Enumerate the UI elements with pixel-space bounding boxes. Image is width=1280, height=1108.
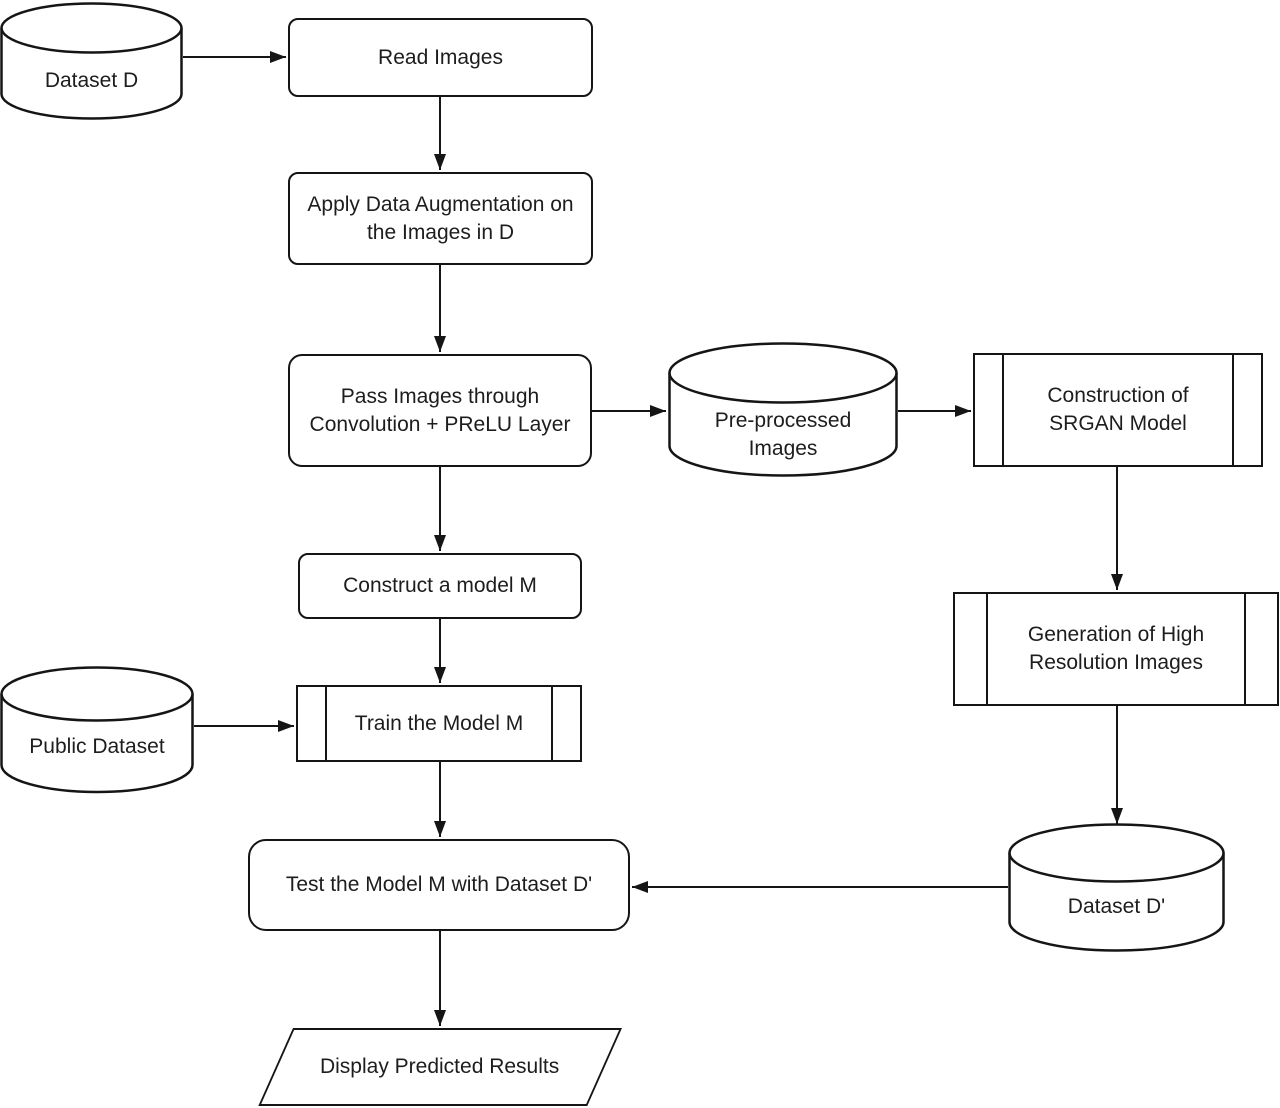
node-dataset-d: Dataset D (0, 2, 183, 120)
node-label: Test the Model M with Dataset D' (285, 873, 593, 896)
node-label: the Images in D (366, 220, 515, 244)
node-read-images: Read Images (288, 18, 593, 97)
node-construction-srgan: Construction of SRGAN Model (973, 353, 1263, 467)
node-public-dataset: Public Dataset (0, 666, 194, 794)
node-apply-augmentation: Apply Data Augmentation on the Images in… (288, 172, 593, 265)
node-construct-model-m: Construct a model M (298, 553, 582, 619)
predefined-process-bar (1232, 355, 1234, 465)
database-cylinder-shape (1008, 823, 1225, 952)
node-label: Construct a model M (343, 574, 537, 597)
node-label: SRGAN Model (1049, 412, 1187, 435)
database-cylinder-shape (0, 2, 183, 120)
node-dataset-d-prime: Dataset D' (1008, 823, 1225, 952)
node-label: Convolution + PReLU Layer (309, 412, 571, 436)
node-label: Read Images (378, 45, 503, 69)
node-pass-conv-prelu: Pass Images through Convolution + PReLU … (288, 354, 592, 467)
predefined-process-bar (1002, 355, 1004, 465)
node-test-model-m: Test the Model M with Dataset D' (248, 839, 630, 931)
node-label: Display Predicted Results (319, 1055, 560, 1078)
predefined-process-bar (986, 594, 988, 704)
node-label: Apply Data Augmentation on (307, 192, 574, 216)
database-cylinder-shape (668, 342, 898, 477)
node-label: Train the Model M (354, 711, 524, 735)
node-display-results: Display Predicted Results (258, 1028, 622, 1106)
node-train-model-m: Train the Model M (296, 685, 582, 762)
predefined-process-bar (325, 687, 327, 760)
node-label: Dataset D (44, 69, 139, 92)
predefined-process-bar (551, 687, 553, 760)
node-generation-hr: Generation of High Resolution Images (953, 592, 1279, 706)
node-label: Dataset D' (1067, 895, 1166, 918)
node-label: Construction of (1047, 384, 1189, 407)
node-preprocessed-images: Pre-processed Images (668, 342, 898, 477)
node-label: Resolution Images (1029, 651, 1203, 674)
node-label: Pre-processed Images (714, 408, 852, 460)
database-cylinder-shape (0, 666, 194, 794)
predefined-process-bar (1244, 594, 1246, 704)
node-label: Public Dataset (29, 735, 165, 758)
node-label: Generation of High (1027, 623, 1205, 646)
node-label: Pass Images through (340, 384, 540, 408)
